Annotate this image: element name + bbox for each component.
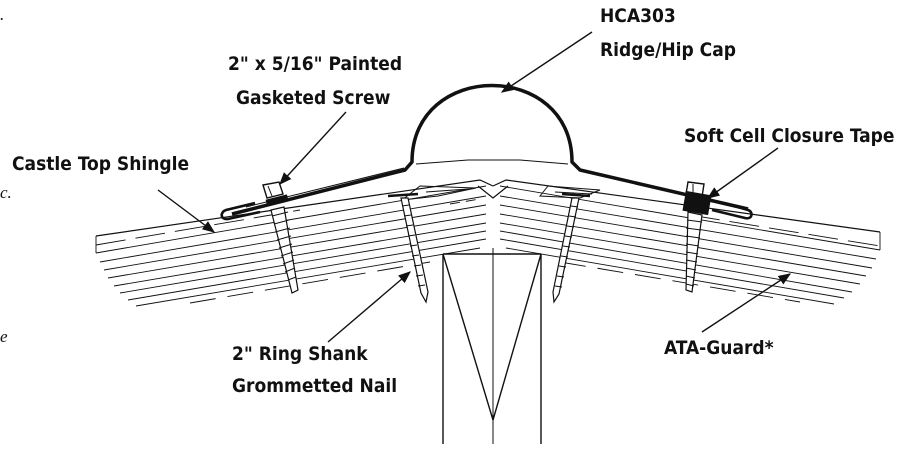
left-cap-hem xyxy=(220,201,261,221)
right-shingle-layers xyxy=(499,185,881,305)
edge-fragment-middle: c. xyxy=(0,183,12,202)
screw-leader-arrow xyxy=(279,111,347,185)
ridge-shingle-ends xyxy=(400,185,601,201)
ridge-cap xyxy=(231,83,749,216)
cap-label: HCA303 Ridge/Hip Cap xyxy=(600,5,736,61)
edge-fragment-bottom: e xyxy=(0,327,8,346)
closure-tape-leader-arrow xyxy=(706,147,779,199)
cap-liner xyxy=(415,159,569,165)
shingle-leader-arrow xyxy=(157,189,216,233)
nail-label-line2: Grommetted Nail xyxy=(232,375,397,397)
cap-label-line1: HCA303 xyxy=(600,5,676,27)
closure-tape-label: Soft Cell Closure Tape xyxy=(684,125,894,147)
ridge-notch xyxy=(477,185,509,199)
right-roof-surface xyxy=(492,179,881,233)
underlayment-label: ATA-Guard* xyxy=(664,337,774,359)
screw-label-line1: 2" x 5/16" Painted xyxy=(228,53,402,75)
cap-leader-arrow xyxy=(500,31,593,93)
underlayment-leader-arrow xyxy=(701,273,792,333)
screw-label-line2: Gasketed Screw xyxy=(236,87,391,109)
ridge-board xyxy=(442,248,542,444)
left-roof-surface xyxy=(95,179,494,237)
nail-label-line1: 2" Ring Shank xyxy=(232,343,368,365)
right-gasketed-screw xyxy=(682,181,712,293)
left-gasketed-screw xyxy=(262,181,299,294)
nail-label: 2" Ring Shank Grommetted Nail xyxy=(232,343,397,397)
left-ring-shank-nail xyxy=(387,192,429,304)
cap-label-line2: Ridge/Hip Cap xyxy=(600,39,736,61)
shingle-label: Castle Top Shingle xyxy=(12,153,189,175)
right-cap-hem xyxy=(711,201,753,220)
nail-leader-arrow xyxy=(327,271,411,343)
edge-fragment-top: . xyxy=(0,5,4,24)
screw-label: 2" x 5/16" Painted Gasketed Screw xyxy=(228,53,402,109)
left-shingle-layers xyxy=(95,185,487,307)
right-ring-shank-nail xyxy=(552,192,591,304)
